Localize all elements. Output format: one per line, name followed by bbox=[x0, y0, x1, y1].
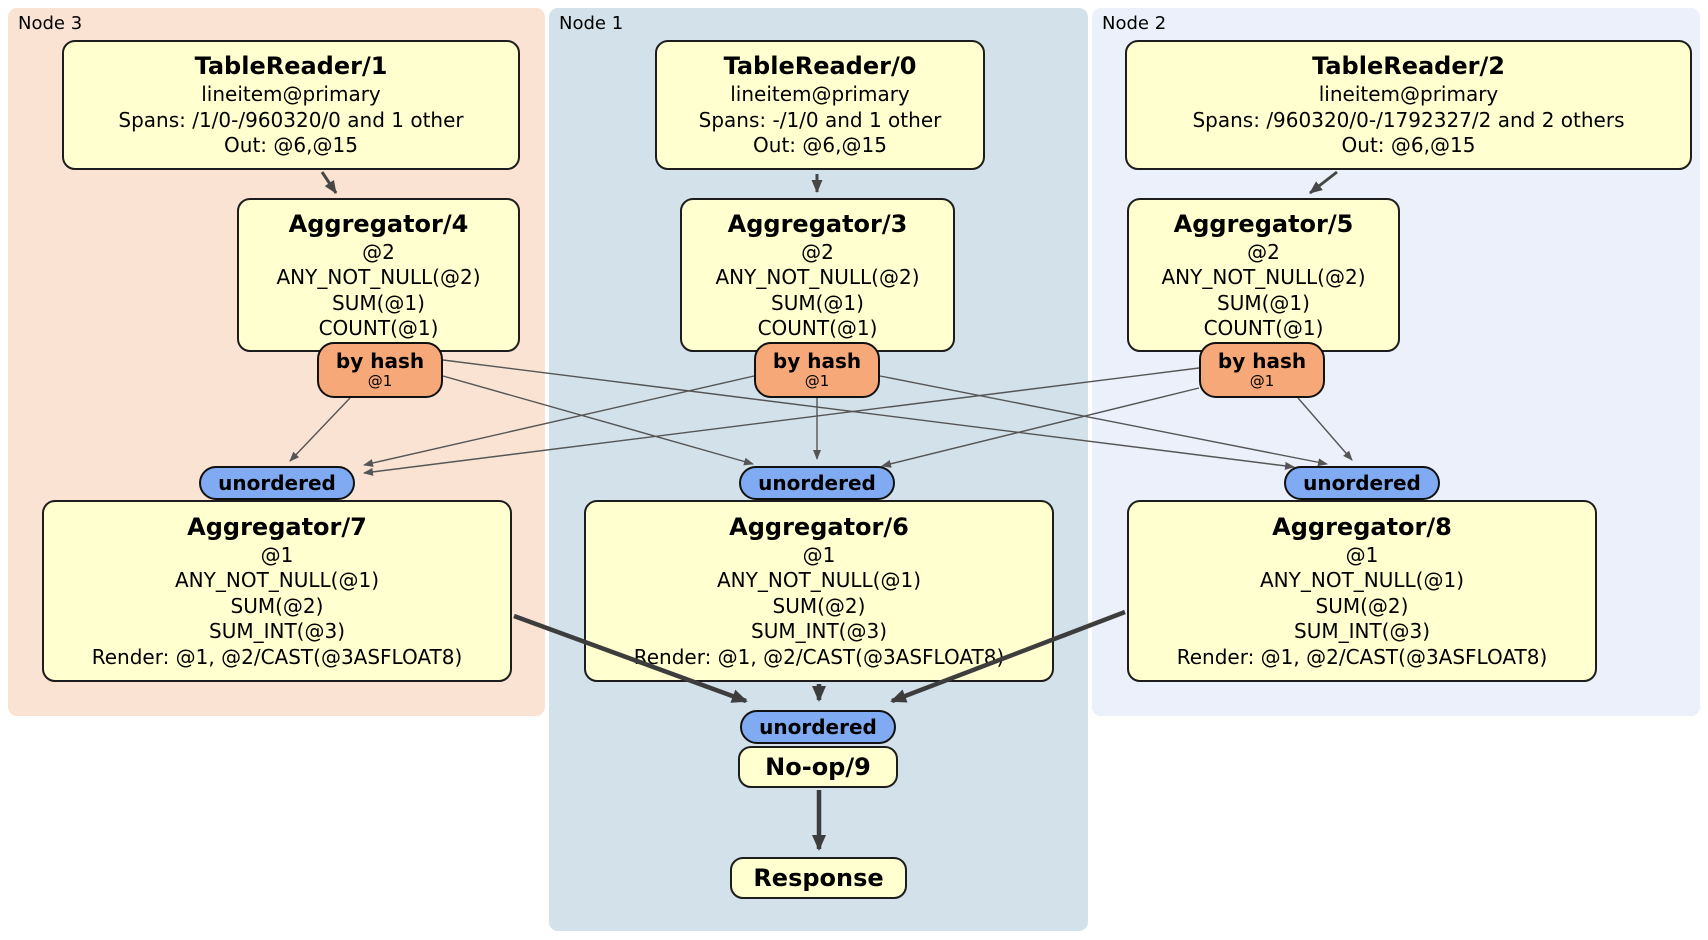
processor-agg-fn: ANY_NOT_NULL(@1) bbox=[717, 568, 921, 593]
region-node-2-label: Node 2 bbox=[1102, 13, 1167, 34]
processor-out: Out: @6,@15 bbox=[1341, 133, 1476, 158]
processor-index: lineitem@primary bbox=[1318, 82, 1499, 107]
processor-group-cols: @1 bbox=[260, 542, 294, 567]
sync-unordered-noop: unordered bbox=[740, 710, 896, 744]
processor-agg-fn: SUM_INT(@3) bbox=[209, 619, 345, 644]
edge-aggregator7-final-unordered bbox=[513, 613, 748, 704]
processor-render-expr: Render: @1, @2/CAST(@3ASFLOAT8) bbox=[1176, 644, 1548, 669]
edge-hash5-unordered7 bbox=[363, 367, 1200, 476]
processor-agg-fn: SUM(@2) bbox=[230, 593, 324, 618]
processor-group-cols: @2 bbox=[801, 239, 834, 264]
processor-title: Aggregator/6 bbox=[729, 512, 909, 541]
processor-agg-fn: SUM(@1) bbox=[1217, 290, 1310, 315]
sync-unordered-aggregator7: unordered bbox=[199, 466, 355, 500]
processor-tablereader-2: TableReader/2 lineitem@primary Spans: /9… bbox=[1125, 40, 1692, 170]
edge-hash4-unordered7 bbox=[289, 397, 351, 462]
processor-agg-fn: COUNT(@1) bbox=[1203, 316, 1324, 340]
edge-hash4-unordered8 bbox=[442, 359, 1295, 470]
processor-aggregator-4: Aggregator/4 @2 ANY_NOT_NULL(@2) SUM(@1)… bbox=[237, 198, 520, 352]
router-by-hash-columns: @1 bbox=[1249, 372, 1275, 390]
processor-title: Aggregator/4 bbox=[288, 209, 469, 238]
router-by-hash-label: by hash bbox=[1217, 349, 1307, 373]
processor-title: Aggregator/7 bbox=[187, 512, 367, 541]
processor-agg-fn: SUM(@1) bbox=[771, 290, 864, 315]
sync-unordered-aggregator8: unordered bbox=[1284, 466, 1440, 500]
processor-agg-fn: ANY_NOT_NULL(@1) bbox=[1260, 568, 1464, 593]
processor-group-cols: @1 bbox=[802, 542, 836, 567]
processor-agg-fn: ANY_NOT_NULL(@2) bbox=[715, 265, 920, 289]
processor-agg-fn: COUNT(@1) bbox=[318, 316, 439, 340]
processor-render-expr: Render: @1, @2/CAST(@3ASFLOAT8) bbox=[91, 644, 463, 669]
router-by-hash-aggregator4: by hash @1 bbox=[317, 342, 443, 398]
edge-hash5-unordered8 bbox=[1297, 397, 1353, 461]
processor-agg-fn: SUM_INT(@3) bbox=[1294, 619, 1430, 644]
edge-hash5-unordered6 bbox=[881, 387, 1200, 468]
processor-agg-fn: ANY_NOT_NULL(@2) bbox=[1161, 265, 1366, 289]
processor-aggregator-3: Aggregator/3 @2 ANY_NOT_NULL(@2) SUM(@1)… bbox=[680, 198, 955, 352]
processor-title: Aggregator/5 bbox=[1173, 209, 1354, 238]
sync-unordered-label: unordered bbox=[758, 471, 876, 495]
processor-agg-fn: SUM(@2) bbox=[1315, 593, 1409, 618]
processor-agg-fn: SUM_INT(@3) bbox=[751, 619, 887, 644]
router-by-hash-aggregator3: by hash @1 bbox=[754, 342, 880, 398]
response-node: Response bbox=[730, 857, 907, 899]
router-by-hash-label: by hash bbox=[335, 349, 425, 373]
edge-hash3-unordered7 bbox=[363, 375, 755, 467]
processor-agg-fn: SUM(@1) bbox=[332, 290, 425, 315]
processor-out: Out: @6,@15 bbox=[224, 133, 358, 158]
processor-noop-9: No-op/9 bbox=[738, 746, 898, 788]
processor-agg-fn: COUNT(@1) bbox=[757, 316, 878, 340]
processor-title: Aggregator/8 bbox=[1272, 512, 1452, 541]
region-node-1-label: Node 1 bbox=[559, 13, 624, 34]
processor-title: No-op/9 bbox=[765, 752, 871, 781]
processor-group-cols: @2 bbox=[1247, 239, 1280, 264]
processor-group-cols: @1 bbox=[1345, 542, 1379, 567]
processor-title: TableReader/1 bbox=[194, 52, 388, 81]
processor-aggregator-8: Aggregator/8 @1 ANY_NOT_NULL(@1) SUM(@2)… bbox=[1127, 500, 1597, 682]
processor-tablereader-0: TableReader/0 lineitem@primary Spans: -/… bbox=[655, 40, 985, 170]
sync-unordered-aggregator6: unordered bbox=[739, 466, 895, 500]
sync-unordered-label: unordered bbox=[759, 715, 877, 739]
router-by-hash-label: by hash bbox=[772, 349, 862, 373]
processor-spans: Spans: -/1/0 and 1 other bbox=[698, 107, 942, 132]
router-by-hash-aggregator5: by hash @1 bbox=[1199, 342, 1325, 398]
processor-aggregator-7: Aggregator/7 @1 ANY_NOT_NULL(@1) SUM(@2)… bbox=[42, 500, 512, 682]
processor-title: TableReader/0 bbox=[723, 52, 917, 81]
processor-spans: Spans: /1/0-/960320/0 and 1 other bbox=[118, 107, 464, 132]
region-node-3-label: Node 3 bbox=[18, 13, 83, 34]
processor-index: lineitem@primary bbox=[730, 82, 910, 107]
edge-tablereader2-aggregator5 bbox=[1309, 170, 1338, 195]
processor-tablereader-1: TableReader/1 lineitem@primary Spans: /1… bbox=[62, 40, 520, 170]
processor-title: Aggregator/3 bbox=[727, 209, 908, 238]
processor-index: lineitem@primary bbox=[201, 82, 381, 107]
processor-out: Out: @6,@15 bbox=[753, 133, 887, 158]
edge-hash4-unordered6 bbox=[442, 375, 754, 466]
sync-unordered-label: unordered bbox=[1303, 471, 1421, 495]
router-by-hash-columns: @1 bbox=[804, 372, 830, 390]
processor-agg-fn: SUM(@2) bbox=[772, 593, 866, 618]
processor-aggregator-5: Aggregator/5 @2 ANY_NOT_NULL(@2) SUM(@1)… bbox=[1127, 198, 1400, 352]
router-by-hash-columns: @1 bbox=[367, 372, 393, 390]
processor-aggregator-6: Aggregator/6 @1 ANY_NOT_NULL(@1) SUM(@2)… bbox=[584, 500, 1054, 682]
processor-group-cols: @2 bbox=[362, 239, 395, 264]
edge-tablereader1-aggregator4 bbox=[320, 171, 338, 194]
processor-render-expr: Render: @1, @2/CAST(@3ASFLOAT8) bbox=[633, 644, 1005, 669]
processor-title: TableReader/2 bbox=[1312, 52, 1505, 81]
sync-unordered-label: unordered bbox=[218, 471, 336, 495]
processor-agg-fn: ANY_NOT_NULL(@2) bbox=[276, 265, 481, 289]
edge-hash3-unordered8 bbox=[879, 375, 1328, 467]
edge-aggregator8-final-unordered bbox=[890, 609, 1126, 704]
processor-agg-fn: ANY_NOT_NULL(@1) bbox=[175, 568, 379, 593]
processor-title: Response bbox=[753, 863, 884, 892]
processor-spans: Spans: /960320/0-/1792327/2 and 2 others bbox=[1192, 107, 1625, 132]
